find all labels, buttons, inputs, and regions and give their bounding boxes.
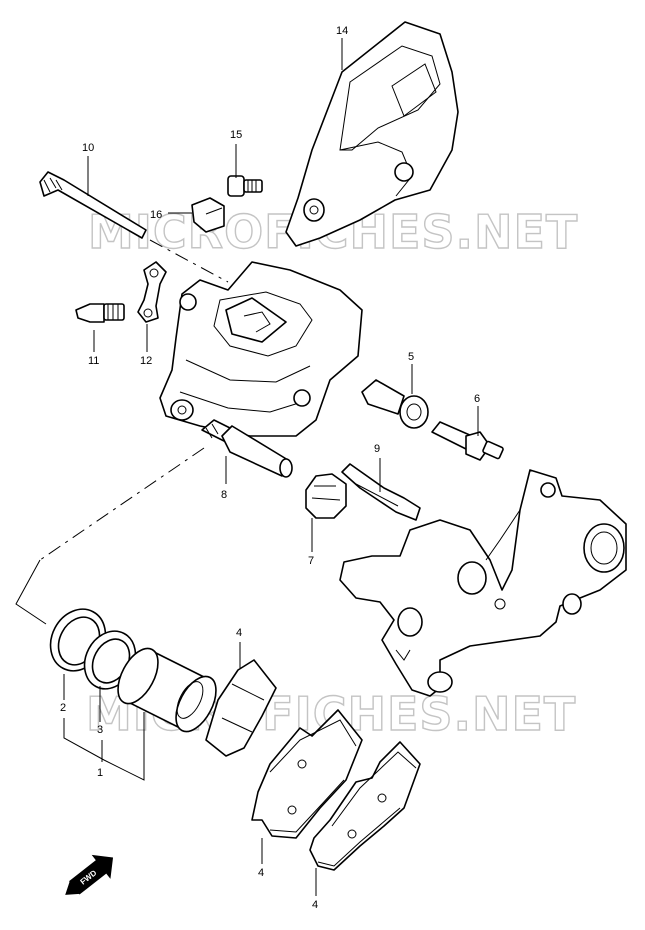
callout-6: 5 [408, 351, 414, 363]
part-6-sleeve [361, 379, 429, 429]
part-15-bolt [227, 175, 263, 197]
part-13-bracket [137, 261, 167, 323]
part-10-clip [341, 463, 421, 521]
callout-8: 7 [308, 555, 314, 567]
callout-2: 2 [60, 702, 66, 714]
assembly-line-piston [39, 447, 205, 561]
part-11-caliper-pin [39, 171, 147, 239]
callout-11: 10 [82, 142, 94, 154]
caliper-bracket [339, 469, 627, 697]
callout-12: 11 [88, 355, 99, 367]
callout-3: 3 [97, 724, 103, 736]
assembly-line-seal [15, 559, 47, 625]
part-14-caliper-guard [285, 21, 459, 247]
callout-7: 6 [474, 393, 480, 405]
part-4-brake-pad-front [251, 709, 363, 839]
part-5-pad-spring [205, 659, 277, 757]
part-4-brake-pad-rear [309, 741, 421, 871]
callout-14: 14 [336, 25, 348, 37]
callout-10: 9 [374, 443, 380, 455]
part-9-slide-pin [201, 419, 293, 478]
part-16-cap [191, 197, 225, 233]
part-7-bolt [431, 421, 504, 461]
callout-5: 4 [236, 627, 242, 639]
fwd-arrow-icon: FWD [65, 854, 114, 895]
callout-4-front: 4 [258, 867, 264, 879]
leader-lines [63, 38, 479, 896]
callout-4-rear: 4 [312, 899, 318, 911]
part-12-bleeder-valve [75, 303, 125, 323]
part-1-piston [117, 647, 217, 733]
callout-9: 8 [221, 489, 227, 501]
callout-13: 12 [140, 355, 152, 367]
caliper-body [159, 261, 363, 437]
part-8-boot [305, 473, 347, 519]
callout-16: 16 [150, 209, 162, 221]
callout-15: 15 [230, 129, 242, 141]
callout-1: 1 [97, 767, 103, 779]
